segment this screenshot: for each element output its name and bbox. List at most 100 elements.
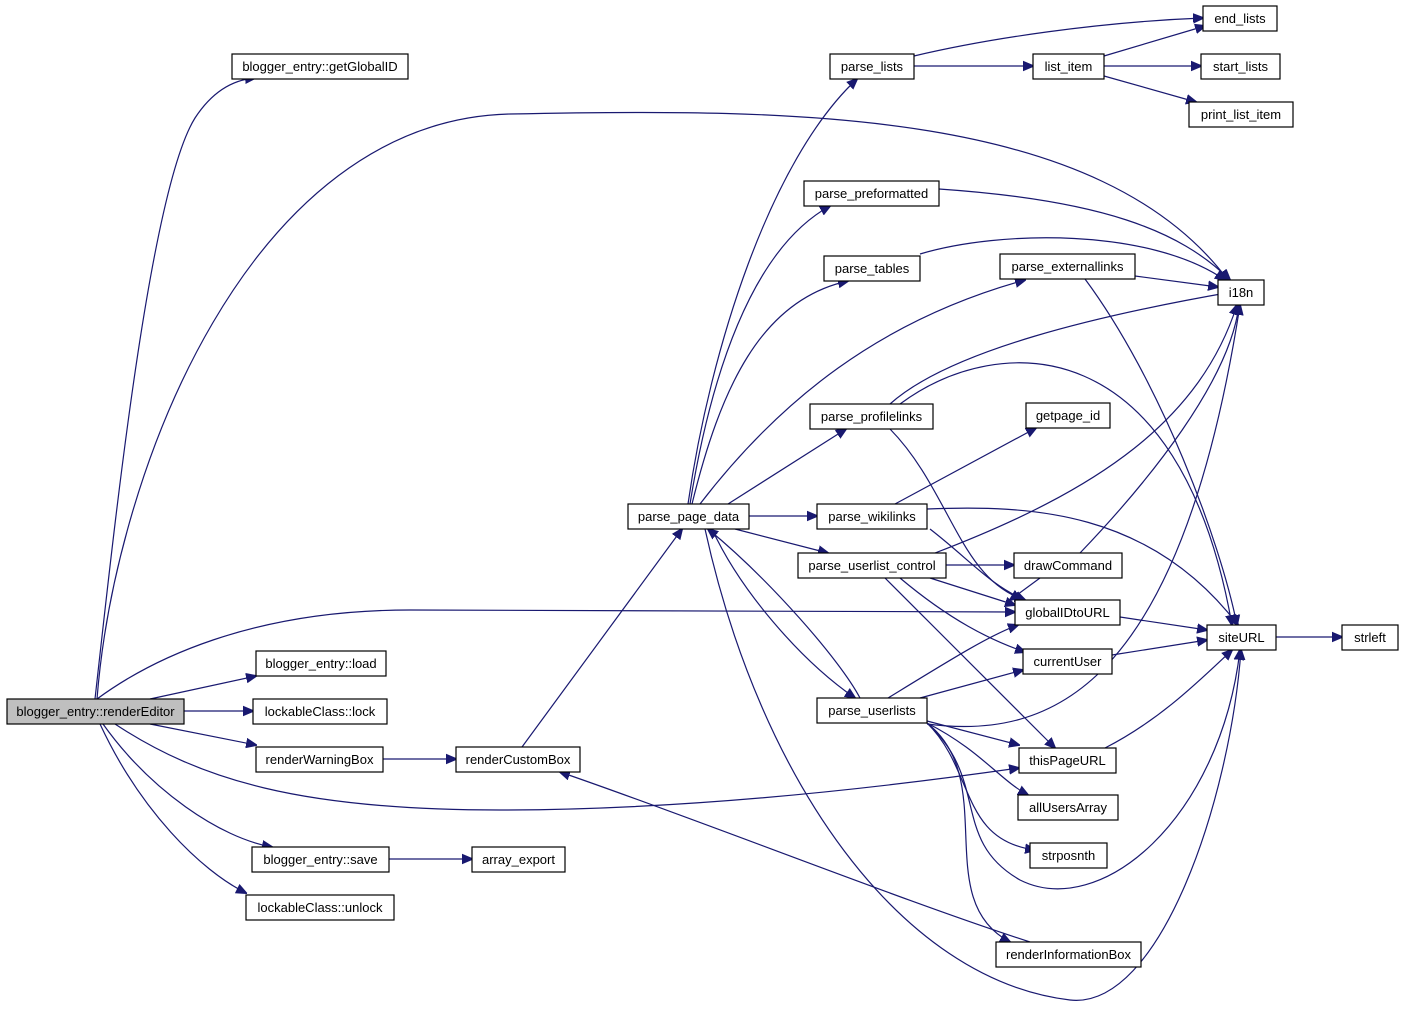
edge-renderEditor-to-i18n <box>96 111 1228 700</box>
node-label: drawCommand <box>1024 558 1112 573</box>
node-start_lists[interactable]: start_lists <box>1200 53 1281 80</box>
edge-renderEditor-to-thisPageURL <box>114 723 1019 811</box>
edge-parse_userlists-to-currentUser <box>919 670 1023 699</box>
edge-renderCustomBox-to-parse_page_data <box>521 529 682 748</box>
node-label: thisPageURL <box>1029 753 1106 768</box>
node-box <box>829 53 915 80</box>
edge-parse_page_data-to-parse_userlist_control <box>734 528 828 553</box>
node-parse_wikilinks[interactable]: parse_wikilinks <box>816 503 928 530</box>
node-getpage_id[interactable]: getpage_id <box>1025 402 1111 429</box>
edge-parse_userlist_control-to-globalIDtoURL <box>929 577 1015 605</box>
node-box <box>995 941 1142 968</box>
node-print_list_item[interactable]: print_list_item <box>1188 101 1294 128</box>
edge-parse_page_data-to-parse_tables <box>691 281 848 505</box>
node-label: blogger_entry::getGlobalID <box>242 59 397 74</box>
node-i18n[interactable]: i18n <box>1217 279 1265 306</box>
node-renderCustomBox[interactable]: renderCustomBox <box>455 746 581 773</box>
node-label: renderWarningBox <box>266 752 374 767</box>
node-box <box>1032 53 1105 80</box>
node-load[interactable]: blogger_entry::load <box>255 650 387 677</box>
node-siteURL[interactable]: siteURL <box>1206 624 1277 651</box>
edges-layer <box>94 18 1342 1001</box>
node-array_export[interactable]: array_export <box>471 846 566 873</box>
edge-parse_profilelinks-to-i18n <box>889 292 1232 405</box>
node-renderInformationBox[interactable]: renderInformationBox <box>995 941 1142 968</box>
node-label: renderInformationBox <box>1006 947 1132 962</box>
node-box <box>245 894 395 921</box>
node-box <box>797 552 947 579</box>
node-label: lockableClass::unlock <box>257 900 383 915</box>
edge-parse_tables-to-i18n <box>919 237 1225 280</box>
node-currentUser[interactable]: currentUser <box>1022 648 1113 675</box>
node-thisPageURL[interactable]: thisPageURL <box>1018 747 1117 774</box>
node-label: end_lists <box>1214 11 1266 26</box>
edge-parse_userlist_control-to-i18n <box>934 305 1237 554</box>
node-label: parse_externallinks <box>1011 259 1124 274</box>
node-box <box>471 846 566 873</box>
node-box <box>1014 599 1121 626</box>
edge-parse_userlists-to-thisPageURL <box>926 720 1019 745</box>
node-label: parse_page_data <box>638 509 740 524</box>
node-parse_preformatted[interactable]: parse_preformatted <box>803 180 940 207</box>
node-strleft[interactable]: strleft <box>1341 624 1399 651</box>
node-box <box>1200 53 1281 80</box>
edge-parse_wikilinks-to-siteURL <box>926 507 1238 625</box>
node-list_item[interactable]: list_item <box>1032 53 1105 80</box>
node-box <box>1022 648 1113 675</box>
node-unlock[interactable]: lockableClass::unlock <box>245 894 395 921</box>
node-save[interactable]: blogger_entry::save <box>251 846 390 873</box>
node-label: parse_userlist_control <box>808 558 935 573</box>
node-parse_page_data[interactable]: parse_page_data <box>627 503 750 530</box>
edge-renderInformationBox-to-renderCustomBox <box>560 772 1031 943</box>
node-parse_lists[interactable]: parse_lists <box>829 53 915 80</box>
edge-parse_userlists-to-renderInformationBox <box>926 722 1010 942</box>
node-label: currentUser <box>1034 654 1103 669</box>
node-label: blogger_entry::renderEditor <box>16 704 175 719</box>
node-renderEditor[interactable]: blogger_entry::renderEditor <box>6 698 185 725</box>
edge-parse_userlists-to-strposnth <box>926 722 1035 850</box>
node-renderWarningBox[interactable]: renderWarningBox <box>255 746 384 773</box>
node-box <box>1025 402 1111 429</box>
node-allUsersArray[interactable]: allUsersArray <box>1017 794 1119 821</box>
node-label: list_item <box>1045 59 1093 74</box>
node-strposnth[interactable]: strposnth <box>1029 842 1108 869</box>
edge-parse_wikilinks-to-getpage_id <box>894 428 1036 505</box>
node-getGlobalID[interactable]: blogger_entry::getGlobalID <box>231 53 409 80</box>
node-box <box>816 697 928 724</box>
node-parse_tables[interactable]: parse_tables <box>823 255 921 282</box>
edge-renderEditor-to-save <box>102 723 272 847</box>
edge-currentUser-to-siteURL <box>1111 640 1207 656</box>
edge-parse_userlist_control-to-currentUser <box>899 577 1025 652</box>
nodes-layer: blogger_entry::renderEditorblogger_entry… <box>6 5 1399 968</box>
edge-parse_page_data-to-parse_userlists <box>711 528 855 698</box>
node-drawCommand[interactable]: drawCommand <box>1013 552 1123 579</box>
node-label: renderCustomBox <box>466 752 571 767</box>
edge-renderEditor-to-unlock <box>99 723 246 893</box>
node-label: i18n <box>1229 285 1254 300</box>
node-label: start_lists <box>1213 59 1268 74</box>
node-box <box>255 650 387 677</box>
edge-parse_page_data-to-parse_profilelinks <box>727 429 846 505</box>
node-parse_externallinks[interactable]: parse_externallinks <box>999 253 1136 280</box>
node-label: print_list_item <box>1201 107 1281 122</box>
node-parse_profilelinks[interactable]: parse_profilelinks <box>809 403 934 430</box>
node-box <box>803 180 940 207</box>
edge-thisPageURL-to-siteURL <box>1104 650 1232 749</box>
node-label: parse_preformatted <box>815 186 928 201</box>
edge-parse_profilelinks-to-siteURL <box>899 362 1232 625</box>
node-box <box>1188 101 1294 128</box>
node-box <box>1029 842 1108 869</box>
node-label: siteURL <box>1218 630 1264 645</box>
node-parse_userlists[interactable]: parse_userlists <box>816 697 928 724</box>
edge-parse_lists-to-end_lists <box>913 18 1203 57</box>
node-box <box>252 698 388 725</box>
node-label: parse_wikilinks <box>828 509 916 524</box>
node-label: allUsersArray <box>1029 800 1108 815</box>
edge-parse_externallinks-to-i18n <box>1134 275 1218 287</box>
node-box <box>1013 552 1123 579</box>
node-globalIDtoURL[interactable]: globalIDtoURL <box>1014 599 1121 626</box>
node-parse_userlist_control[interactable]: parse_userlist_control <box>797 552 947 579</box>
node-end_lists[interactable]: end_lists <box>1202 5 1278 32</box>
node-lock[interactable]: lockableClass::lock <box>252 698 388 725</box>
